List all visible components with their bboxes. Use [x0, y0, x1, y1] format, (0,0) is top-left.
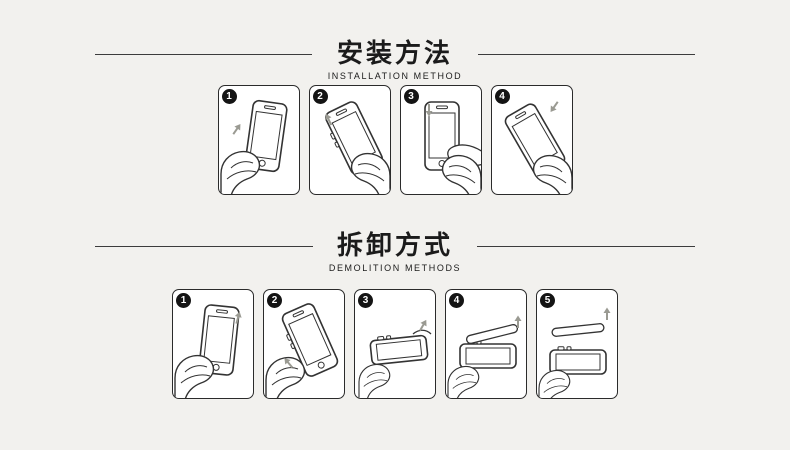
hand-graphic	[350, 152, 390, 194]
case-frame-graphic	[551, 322, 605, 338]
hand-graphic	[532, 154, 572, 194]
hand-graphic	[174, 354, 215, 398]
install-step-1-panel: 1	[217, 85, 300, 195]
hand-graphic	[538, 369, 571, 398]
install-step-3-panel: 3	[399, 85, 482, 195]
removal-step-3-panel: 3	[354, 289, 436, 399]
removal-title-block: 拆卸方式 DEMOLITION METHODS	[312, 228, 478, 274]
removal-step-1-panel: 1	[172, 289, 254, 399]
install-subtitle: INSTALLATION METHOD	[327, 71, 463, 81]
install-title: 安装方法	[336, 38, 453, 68]
step-number-badge: 2	[312, 89, 328, 104]
removal-step-2-panel: 2	[263, 289, 345, 399]
case-frame-graphic	[465, 323, 519, 345]
step-number-badge: 4	[449, 293, 464, 308]
removal-step-5-panel: 5	[536, 289, 618, 399]
arrow-icon	[602, 306, 612, 321]
phone-graphic	[368, 331, 429, 366]
install-step-2-panel: 2	[308, 85, 391, 195]
step-number-badge: 5	[540, 293, 555, 308]
step-number-badge: 2	[267, 293, 282, 308]
removal-subtitle: DEMOLITION METHODS	[328, 263, 462, 273]
hand-graphic	[358, 363, 391, 398]
arrow-icon	[546, 98, 562, 116]
step-number-badge: 4	[494, 89, 510, 104]
install-section-header: 安装方法 INSTALLATION METHOD	[0, 36, 790, 84]
step-number-badge: 1	[176, 293, 191, 308]
lifted-frame-edge	[412, 329, 432, 335]
arrow-icon	[228, 120, 244, 138]
hand-graphic	[219, 150, 260, 194]
removal-section-header: 拆卸方式 DEMOLITION METHODS	[0, 228, 790, 276]
removal-step-4-panel: 4	[445, 289, 527, 399]
step-number-badge: 3	[403, 89, 419, 104]
phone-graphic	[549, 345, 607, 375]
install-title-block: 安装方法 INSTALLATION METHOD	[311, 36, 479, 82]
removal-steps-row: 1 2 3	[0, 289, 790, 399]
phone-graphic	[459, 339, 517, 369]
removal-step-3-illustration	[358, 317, 432, 398]
step-number-badge: 1	[221, 89, 237, 104]
removal-title: 拆卸方式	[336, 230, 453, 260]
hand-graphic	[447, 365, 480, 398]
install-steps-row: 1 2 3	[0, 85, 790, 195]
step-number-badge: 3	[358, 293, 373, 308]
install-step-4-panel: 4	[490, 85, 573, 195]
